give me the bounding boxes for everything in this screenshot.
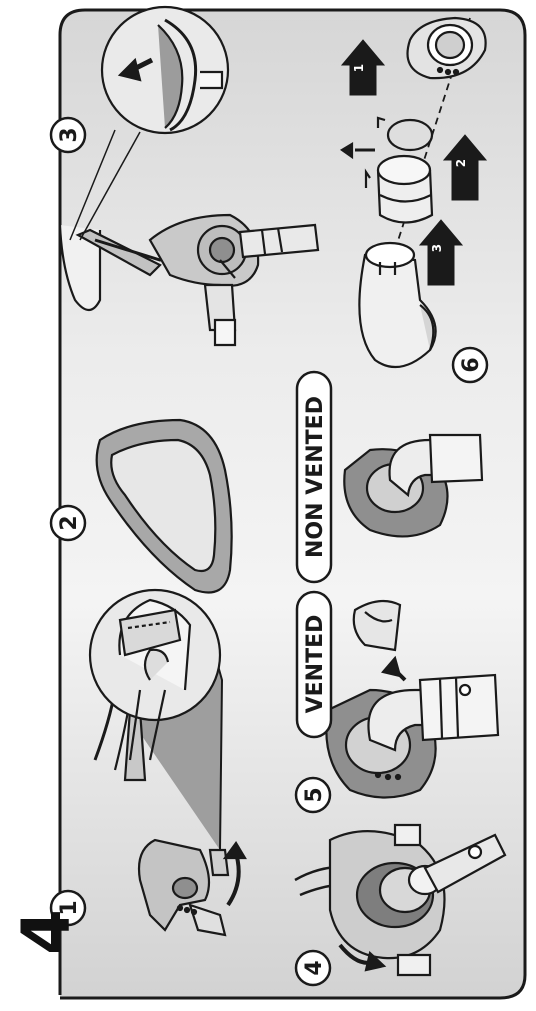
arrow-number-1: 1 (352, 64, 366, 72)
arrow-number-2: 2 (454, 159, 468, 167)
step-3-number: 3 (57, 127, 82, 142)
step-5-number: 5 (302, 787, 327, 802)
step-2-number: 2 (57, 515, 82, 530)
arrow-number-3: 3 (430, 244, 444, 252)
step-6-number: 6 (459, 357, 484, 372)
vented-label: VENTED (303, 615, 328, 714)
step-4-number: 4 (302, 960, 327, 975)
page-number: 4 (14, 909, 80, 955)
non-vented-label: NON VENTED (303, 396, 328, 558)
